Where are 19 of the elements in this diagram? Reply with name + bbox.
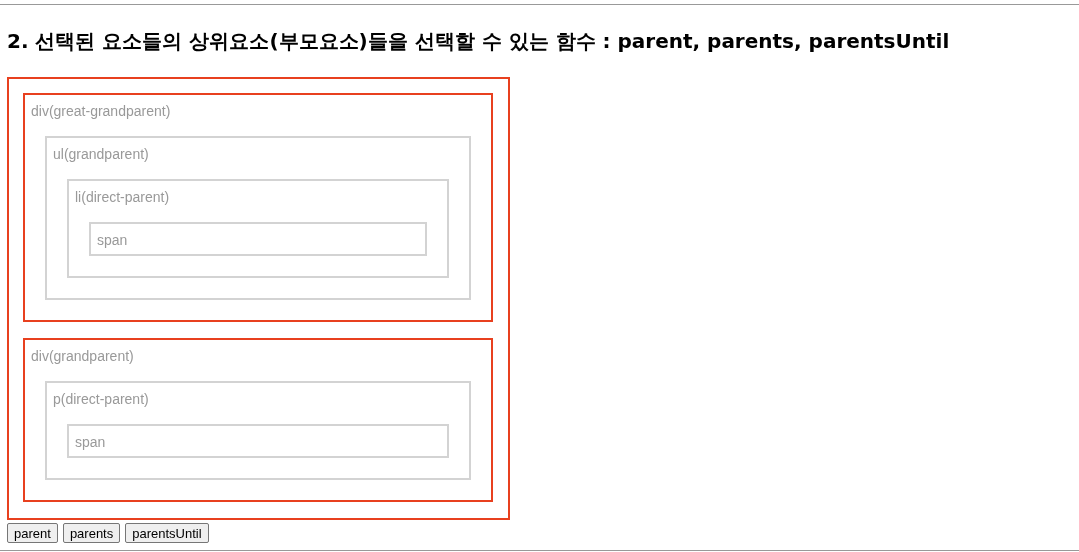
element-box bbox=[23, 93, 493, 322]
element-box bbox=[45, 381, 471, 480]
heading: 2. 선택된 요소들의 상위요소(부모요소)들을 선택할 수 있는 함수 : parent, parents, parentsUntil bbox=[7, 28, 950, 55]
element-box bbox=[67, 424, 449, 458]
element-box bbox=[23, 338, 493, 502]
element-label: p(direct-parent) bbox=[53, 391, 149, 407]
method-button: parent bbox=[7, 523, 58, 543]
element-label: span bbox=[97, 232, 128, 248]
element-label: div(grandparent) bbox=[31, 348, 134, 364]
element-box bbox=[89, 222, 427, 256]
element-box bbox=[45, 136, 471, 300]
element-label: span bbox=[75, 434, 106, 450]
element-label: ul(grandparent) bbox=[53, 146, 149, 162]
element-label: li(direct-parent) bbox=[75, 189, 170, 205]
method-button: parents bbox=[62, 523, 121, 543]
method-button: parentsUntil bbox=[125, 523, 209, 543]
element-label: div(great-grandparent) bbox=[31, 103, 171, 119]
outer-box bbox=[7, 77, 510, 520]
element-box bbox=[67, 179, 449, 278]
